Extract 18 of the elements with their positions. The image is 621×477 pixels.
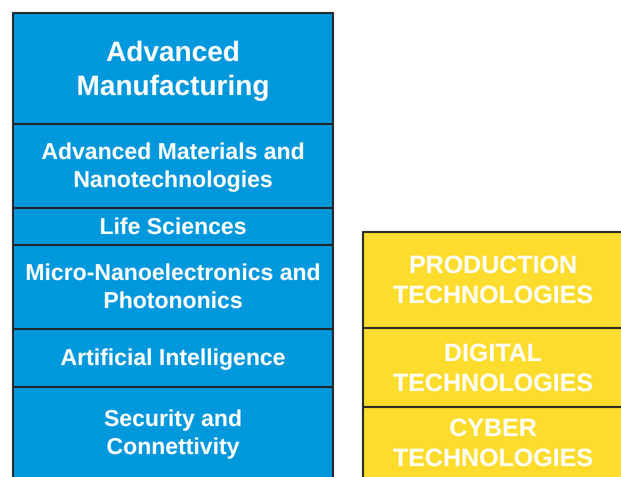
technology-box (362, 231, 621, 329)
box-label: Artificial Intelligence (60, 344, 286, 372)
box-label: Advanced Materials and Nanotechnologies (40, 138, 306, 194)
research-area-box (12, 123, 334, 209)
box-label: Advanced Manufacturing (76, 34, 270, 102)
research-area-box (12, 328, 334, 388)
technology-box (362, 406, 621, 477)
box-label: Micro-Nanoelectronics and Photononics (24, 259, 322, 315)
technology-box (362, 327, 621, 408)
box-label: Life Sciences (99, 212, 247, 240)
box-label: Security and Connettivity (102, 404, 244, 460)
box-label: PRODUCTION TECHNOLOGIES (392, 250, 594, 310)
research-area-box (12, 12, 334, 125)
box-label: CYBER TECHNOLOGIES (392, 412, 594, 472)
box-label: DIGITAL TECHNOLOGIES (392, 338, 594, 398)
research-area-box (12, 244, 334, 330)
research-area-box (12, 207, 334, 246)
research-area-box (12, 386, 334, 477)
